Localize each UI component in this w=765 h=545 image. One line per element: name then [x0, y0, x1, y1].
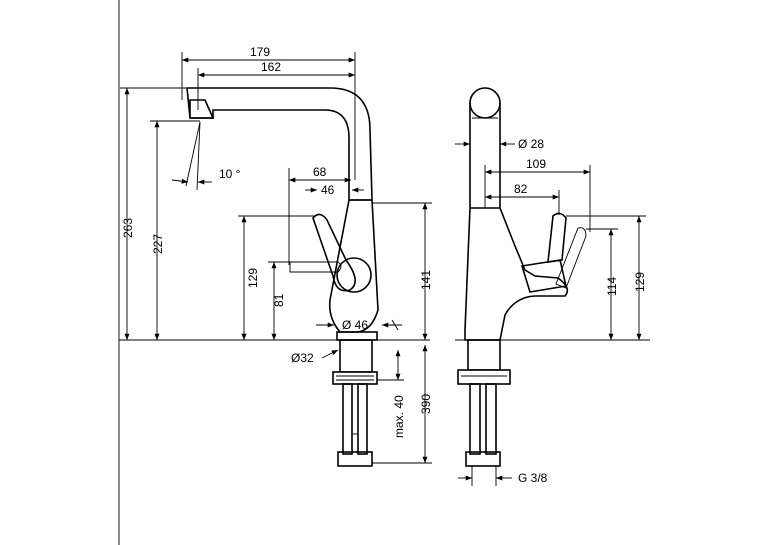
dim-129r: 129 — [633, 272, 647, 292]
angle-leg-b — [185, 121, 201, 187]
right-shank — [467, 339, 501, 371]
dim-dia46: Ø 46 — [342, 318, 368, 332]
spout-top-circle — [469, 87, 501, 119]
dim-81: 81 — [272, 293, 286, 307]
dim-angle: 10 ° — [219, 167, 241, 181]
right-lever-down — [555, 227, 587, 289]
lever-hub — [336, 257, 372, 293]
right-view: Ø 28 109 82 114 129 G 3/8 — [455, 87, 650, 486]
threaded-rod — [351, 383, 359, 435]
right-lever-hub — [520, 259, 567, 293]
dim-dia28: Ø 28 — [518, 137, 544, 151]
angle-leg-a — [196, 121, 201, 191]
dim-109: 109 — [526, 157, 546, 171]
dim-263: 263 — [121, 218, 135, 238]
spout-outline — [186, 87, 373, 201]
dim-max40: max. 40 — [392, 395, 406, 438]
dim-227: 227 — [151, 234, 165, 254]
dim-dia32: Ø32 — [291, 351, 314, 365]
dim-46: 46 — [321, 183, 335, 197]
shank — [339, 339, 373, 373]
lever-handle — [312, 213, 356, 292]
dim-129: 129 — [246, 268, 260, 288]
supply-hose-left — [342, 383, 353, 455]
dim-dia32-leader — [321, 349, 339, 359]
right-lever-up — [547, 212, 567, 263]
dim-82: 82 — [514, 182, 528, 196]
dim-thread: G 3/8 — [518, 471, 548, 485]
right-hose-left — [469, 383, 481, 455]
dim-390: 390 — [419, 394, 433, 414]
angle-arrow-left — [171, 178, 189, 184]
hose-connector — [337, 451, 373, 467]
lever-lower-position — [289, 261, 342, 273]
dim-141: 141 — [419, 270, 433, 290]
dim-162: 162 — [261, 60, 281, 74]
base-ring — [336, 331, 378, 341]
dim-114: 114 — [605, 277, 619, 296]
right-hose-connector — [465, 451, 501, 467]
dim-179: 179 — [250, 45, 270, 59]
supply-hose-right — [357, 383, 368, 455]
left-view: 179 162 263 227 10 ° 68 46 129 81 — [119, 45, 433, 467]
dim-dia46-tick — [391, 319, 399, 331]
spout-aerator — [189, 99, 215, 119]
faucet-body — [328, 199, 379, 333]
dim-68: 68 — [313, 165, 327, 179]
mounting-nut — [332, 371, 378, 385]
right-hose-right — [485, 383, 497, 455]
right-nut — [457, 369, 511, 385]
